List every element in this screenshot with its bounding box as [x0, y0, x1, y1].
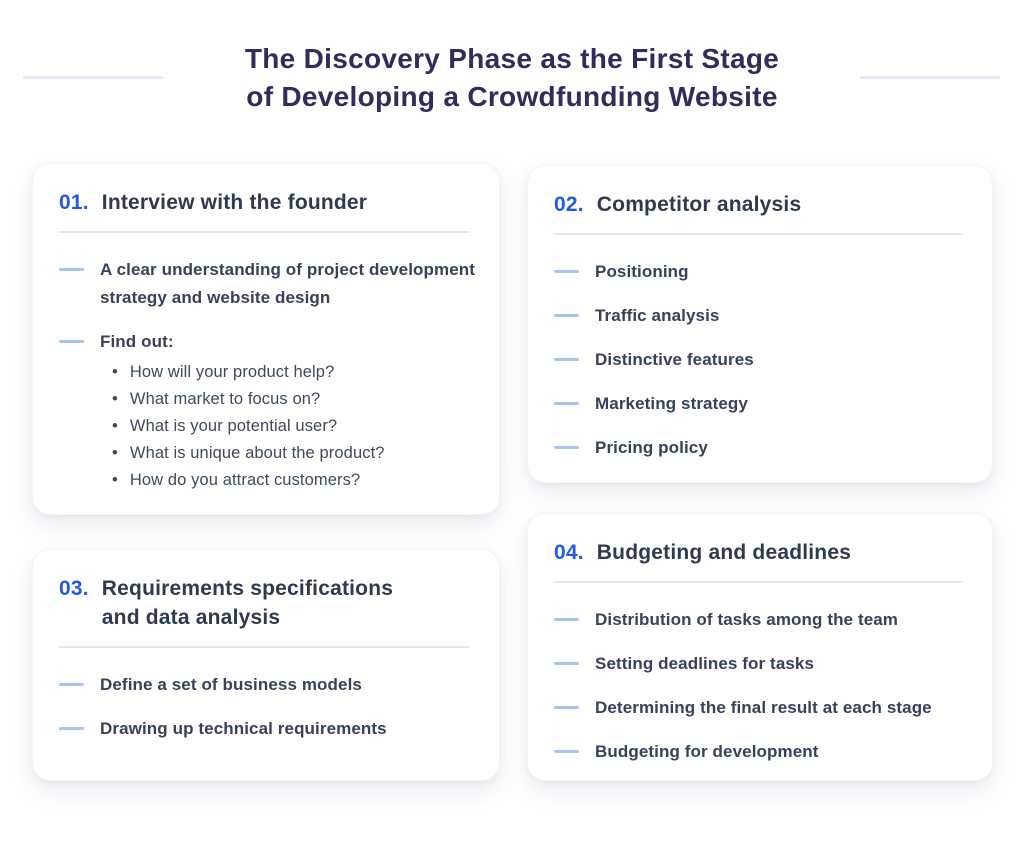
- bullet-icon: •: [112, 417, 118, 435]
- bullet-text: What market to focus on?: [129, 390, 321, 408]
- dash-icon: [554, 618, 579, 621]
- bullet-icon: •: [112, 471, 118, 489]
- item-text: Budgeting for development: [595, 742, 819, 761]
- dash-icon: [554, 446, 579, 449]
- bullet-item: • What market to focus on?: [112, 386, 385, 413]
- page-title-line-2: of Developing a Crowdfunding Website: [246, 81, 778, 112]
- item-text: Drawing up technical requirements: [100, 719, 387, 738]
- list-item: Distinctive features: [554, 346, 968, 374]
- item-text: A clear understanding of project develop…: [100, 260, 475, 307]
- bullet-icon: •: [112, 363, 118, 381]
- heading-divider: [554, 581, 962, 583]
- list-item: Marketing strategy: [554, 390, 968, 418]
- heading-divider: [59, 231, 469, 233]
- list-item: Positioning: [554, 258, 968, 286]
- dash-icon: [59, 683, 84, 686]
- card-number: 02.: [554, 193, 584, 216]
- title-decor-line-right: [860, 76, 1000, 79]
- dash-icon: [554, 314, 579, 317]
- list-item: A clear understanding of project develop…: [59, 256, 475, 312]
- bullet-text: How will your product help?: [129, 363, 335, 381]
- item-text: Distribution of tasks among the team: [595, 610, 899, 629]
- card-requirements-specifications: 03. Requirements specifications and data…: [32, 549, 500, 781]
- page-title-line-1: The Discovery Phase as the First Stage: [244, 43, 780, 74]
- dash-icon: [554, 270, 579, 273]
- item-text: Pricing policy: [595, 438, 708, 457]
- item-text: Traffic analysis: [595, 306, 720, 325]
- card-number: 04.: [554, 541, 584, 564]
- card-heading: 04. Budgeting and deadlines: [554, 538, 968, 567]
- card-heading-text: Requirements specifications and data ana…: [101, 577, 394, 629]
- heading-divider: [554, 233, 962, 235]
- bullet-text: How do you attract customers?: [129, 471, 361, 489]
- card-heading-text: Interview with the founder: [101, 191, 368, 214]
- dash-icon: [59, 727, 84, 730]
- card-budgeting-and-deadlines: 04. Budgeting and deadlines Distribution…: [527, 513, 993, 781]
- card-item-list: A clear understanding of project develop…: [59, 256, 475, 494]
- item-text: Marketing strategy: [595, 394, 748, 413]
- bullet-icon: •: [112, 444, 118, 462]
- dash-icon: [554, 358, 579, 361]
- item-text: Determining the final result at each sta…: [595, 698, 932, 717]
- bullet-text: What is unique about the product?: [129, 444, 385, 462]
- title-decor-line-left: [23, 76, 163, 79]
- dash-icon: [554, 750, 579, 753]
- dash-icon: [554, 706, 579, 709]
- bullet-item: • What is unique about the product?: [112, 440, 385, 467]
- card-heading-text: Budgeting and deadlines: [596, 541, 852, 564]
- item-text: Distinctive features: [595, 350, 754, 369]
- bullet-list: • How will your product help? • What market…: [112, 359, 385, 494]
- bullet-item: • How do you attract customers?: [112, 467, 385, 494]
- dash-icon: [554, 662, 579, 665]
- card-heading: 02. Competitor analysis: [554, 190, 968, 219]
- list-item: Drawing up technical requirements: [59, 715, 475, 743]
- page-title: The Discovery Phase as the First Stage o…: [0, 40, 1024, 116]
- card-heading: 03. Requirements specifications and data…: [59, 574, 475, 632]
- list-item: Pricing policy: [554, 434, 968, 462]
- dash-icon: [59, 268, 84, 271]
- list-item: Determining the final result at each sta…: [554, 694, 968, 722]
- heading-divider: [59, 646, 469, 648]
- bullet-icon: •: [112, 390, 118, 408]
- list-item: Find out: • How will your product help? • Wh…: [59, 328, 475, 494]
- item-text: Find out:: [100, 332, 174, 351]
- bullet-text: What is your potential user?: [129, 417, 338, 435]
- card-heading: 01. Interview with the founder: [59, 188, 475, 217]
- item-text: Define a set of business models: [100, 675, 362, 694]
- list-item: Budgeting for development: [554, 738, 968, 766]
- card-interview-with-the-founder: 01. Interview with the founder A clear u…: [32, 163, 500, 515]
- list-item: Distribution of tasks among the team: [554, 606, 968, 634]
- list-item: Setting deadlines for tasks: [554, 650, 968, 678]
- dash-icon: [554, 402, 579, 405]
- list-item: Traffic analysis: [554, 302, 968, 330]
- item-text: Setting deadlines for tasks: [595, 654, 815, 673]
- bullet-item: • What is your potential user?: [112, 413, 385, 440]
- bullet-item: • How will your product help?: [112, 359, 385, 386]
- card-heading-text: Competitor analysis: [596, 193, 802, 216]
- card-number: 01.: [59, 191, 89, 214]
- dash-icon: [59, 340, 84, 343]
- list-item: Define a set of business models: [59, 671, 475, 699]
- card-number: 03.: [59, 577, 89, 600]
- item-text: Positioning: [595, 262, 689, 281]
